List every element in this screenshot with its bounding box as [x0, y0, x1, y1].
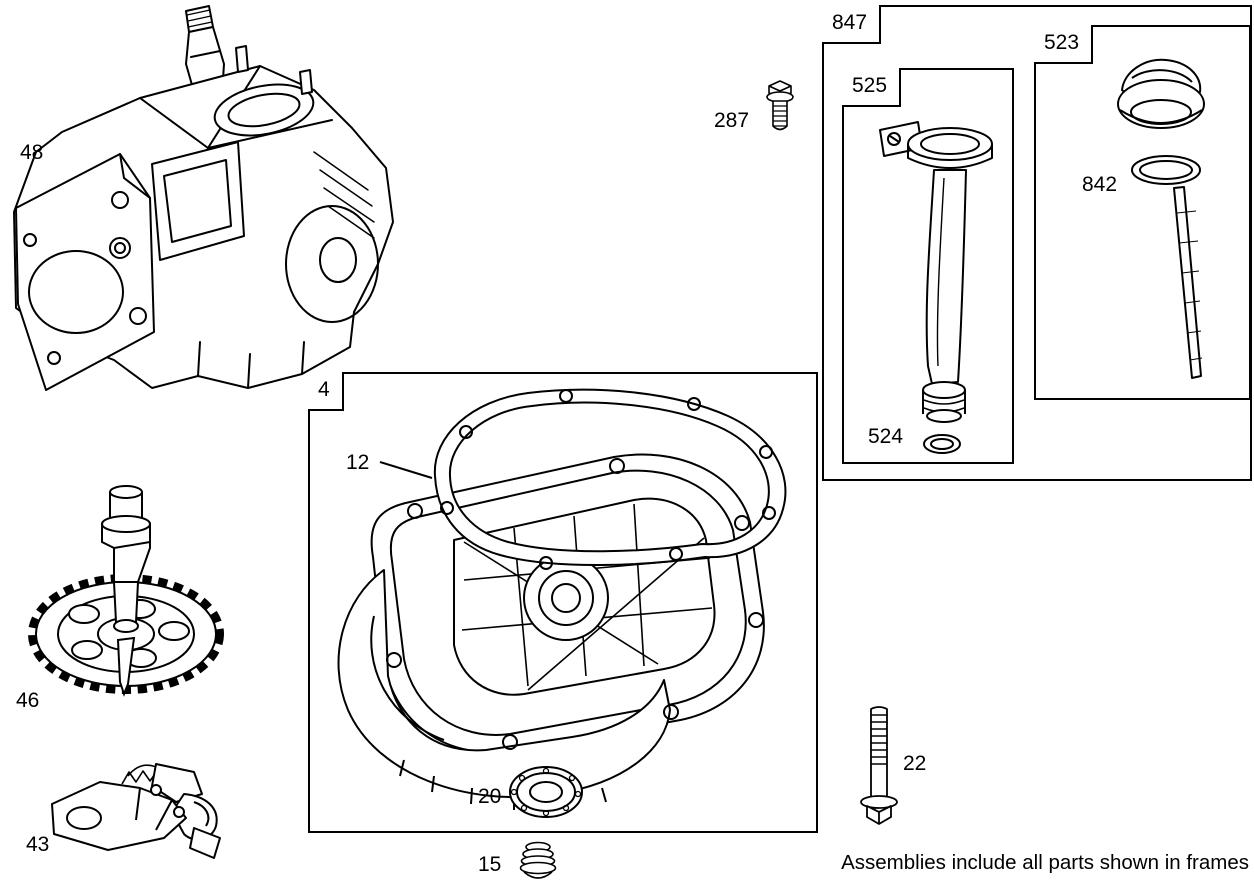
footer-note: Assemblies include all parts shown in fr… — [841, 851, 1249, 874]
dipstick-drawing — [1117, 58, 1205, 379]
bracket-drawing — [51, 763, 221, 859]
frame-525: 525 — [842, 68, 1014, 464]
part-label-48: 48 — [20, 141, 44, 164]
drain-plug-drawing — [519, 841, 557, 879]
part-label-43: 43 — [26, 833, 50, 856]
frame-label-525: 525 — [842, 68, 902, 107]
oil-fill-tube-drawing — [879, 121, 993, 454]
sump-assembly-drawing — [337, 388, 787, 818]
bolt-22-drawing — [860, 706, 898, 825]
camshaft-gear-drawing — [28, 485, 224, 697]
part-label-287: 287 — [714, 109, 750, 132]
part-label-842: 842 — [1082, 173, 1118, 196]
crankcase-drawing — [13, 5, 394, 391]
frame-523: 523 — [1034, 25, 1251, 400]
bolt-287-drawing — [766, 80, 794, 131]
frame-label-847: 847 — [822, 5, 882, 44]
frame-label-4: 4 — [308, 372, 344, 411]
part-label-22: 22 — [903, 752, 927, 775]
frame-4: 4 — [308, 372, 818, 833]
part-label-46: 46 — [16, 689, 40, 712]
part-label-15: 15 — [478, 853, 502, 876]
frame-label-523: 523 — [1034, 25, 1094, 64]
part-label-524: 524 — [868, 425, 904, 448]
frame-847: 847 — [822, 5, 1252, 481]
part-label-12: 12 — [346, 451, 370, 474]
part-label-20: 20 — [478, 785, 502, 808]
